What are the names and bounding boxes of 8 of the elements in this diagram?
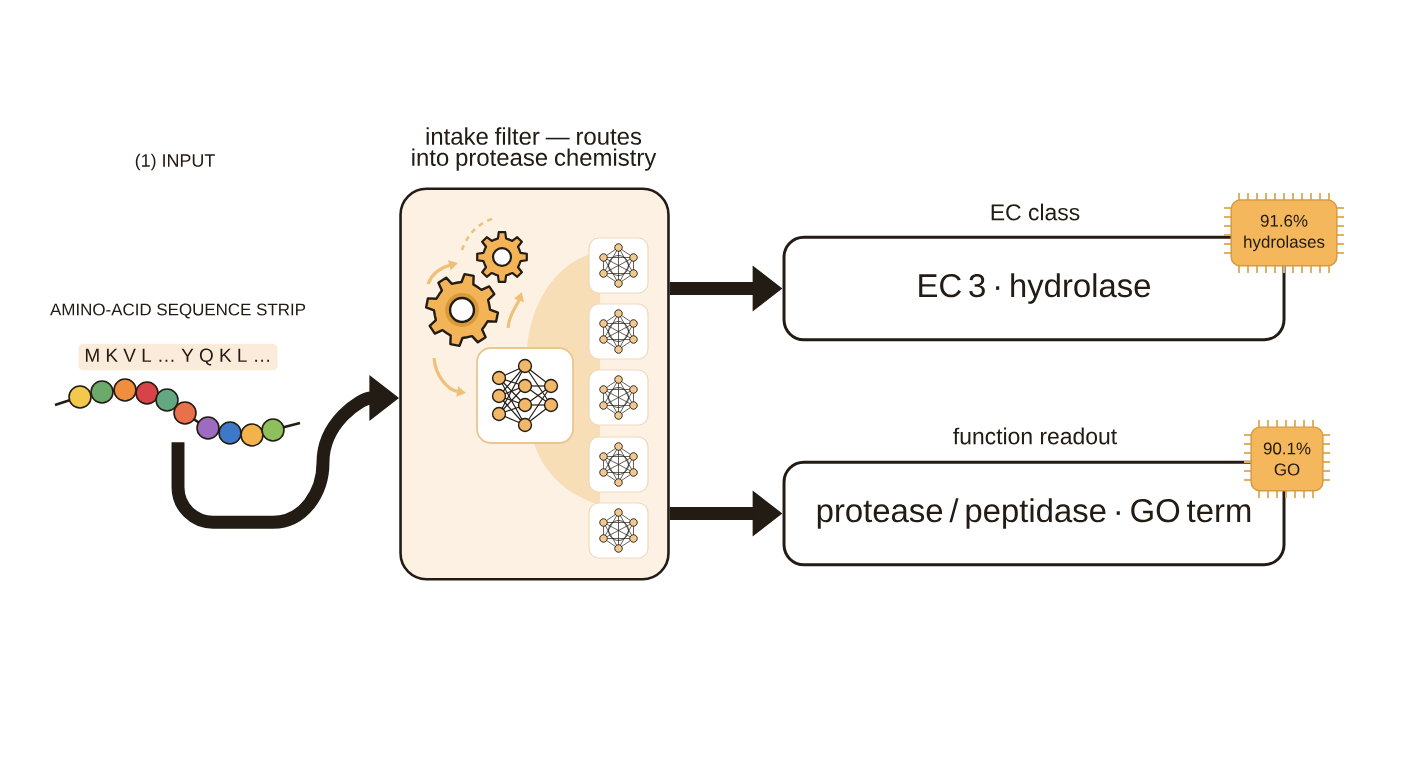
section-label: (1) INPUT <box>135 153 215 171</box>
chip-badge: 90.1% GO <box>1243 419 1331 499</box>
heading: EC class <box>991 203 1080 221</box>
sequence-letters: M K V L … Y Q K L … <box>78 343 278 371</box>
heading: AMINO-ACID SEQUENCE STRIP <box>50 303 306 319</box>
chip-badge: 91.6% hydrolases <box>1223 192 1345 274</box>
heading: intake filter — routes into protease chemistry <box>412 127 657 171</box>
heading: function readout <box>953 427 1117 445</box>
